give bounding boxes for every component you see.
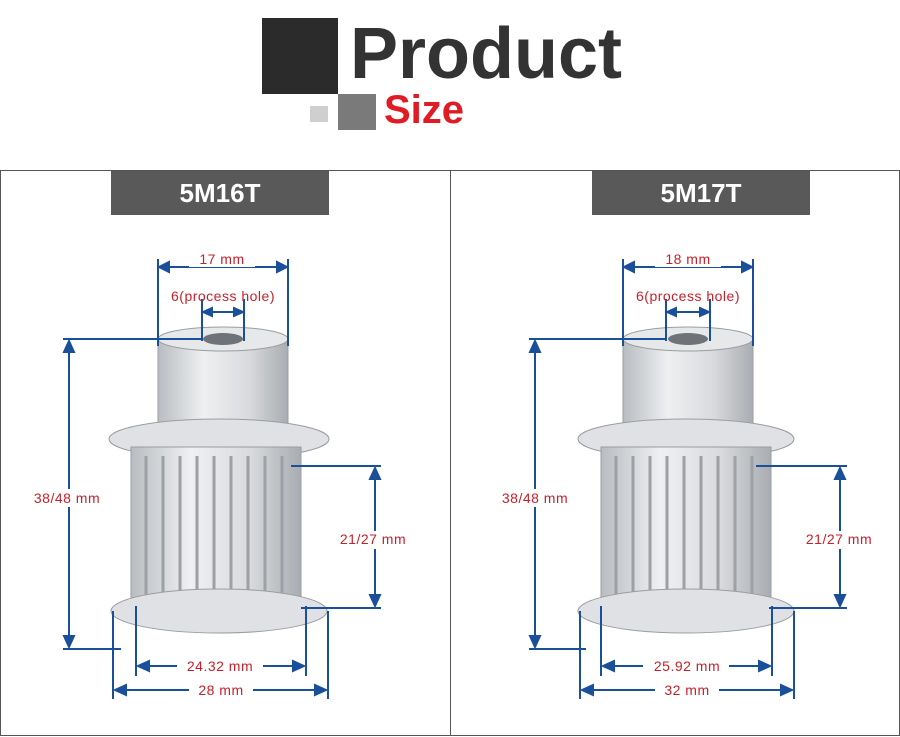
model-label: 5M17T (592, 171, 810, 215)
header-gray-square (338, 94, 376, 130)
header-light-square (310, 106, 328, 122)
model-label: 5M16T (111, 171, 329, 215)
dim-bore: 6(process hole) (636, 288, 740, 304)
pulley-drawing: 17 mm 6(process hole) 38/48 mm 21/27 mm … (21, 251, 415, 699)
pulley-drawing: 18 mm 6(process hole) 38/48 mm 21/27 mm … (489, 251, 881, 699)
dim-bore: 6(process hole) (171, 288, 275, 304)
page-title: Product (350, 14, 623, 94)
dim-flange-diameter: 28 mm (198, 682, 243, 698)
dim-tooth-height: 21/27 mm (340, 531, 406, 547)
page-subtitle: Size (384, 88, 465, 132)
header-dark-square (262, 18, 338, 94)
dim-tooth-diameter: 24.32 mm (187, 658, 253, 674)
dim-total-height: 38/48 mm (34, 490, 100, 506)
dim-tooth-height: 21/27 mm (806, 531, 872, 547)
panel-5m17t: 18 mm 6(process hole) 38/48 mm 21/27 mm … (450, 170, 900, 736)
dim-top-width: 18 mm (665, 251, 710, 267)
dimension-labels: 17 mm 6(process hole) 38/48 mm 21/27 mm … (21, 251, 415, 699)
pulley-image (577, 326, 795, 634)
dim-total-height: 38/48 mm (502, 490, 568, 506)
dim-flange-diameter: 32 mm (664, 682, 709, 698)
panel-5m16t: 17 mm 6(process hole) 38/48 mm 21/27 mm … (0, 170, 451, 736)
dim-top-width: 17 mm (199, 251, 244, 267)
dim-tooth-diameter: 25.92 mm (654, 658, 720, 674)
dimension-labels: 18 mm 6(process hole) 38/48 mm 21/27 mm … (489, 251, 881, 699)
pulley-image (108, 326, 330, 634)
